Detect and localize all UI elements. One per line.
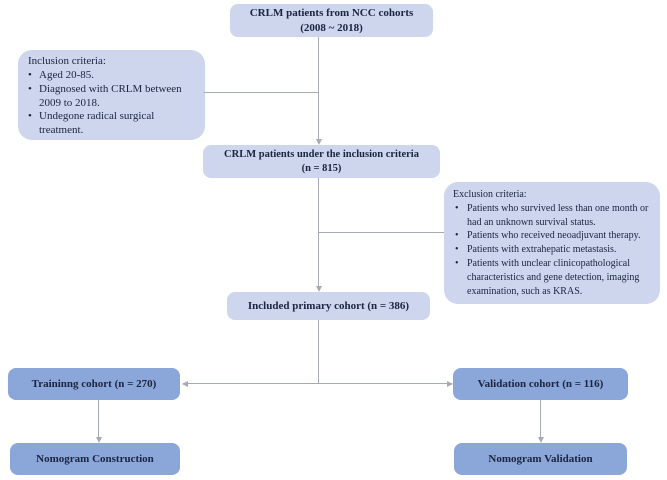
exclusion-criteria-item: Patients with extrahepatic metastasis.: [453, 243, 655, 257]
box-validation-cohort-label: Validation cohort (n = 116): [477, 377, 604, 390]
box-patients-under-inclusion-criteria: CRLM patients under the inclusion criter…: [203, 145, 440, 178]
inclusion-criteria-item: Aged 20-85.: [28, 69, 197, 83]
box-included-primary-cohort: Included primary cohort (n = 386): [227, 292, 430, 320]
box-inclusion-criteria: Inclusion criteria: Aged 20-85. Diagnose…: [18, 50, 205, 140]
inclusion-criteria-title: Inclusion criteria:: [28, 55, 106, 67]
box-nomogram-construction: Nomogram Construction: [10, 443, 180, 475]
box-included-primary-cohort-label: Included primary cohort (n = 386): [247, 299, 410, 312]
connector-validation-to-nomogram-arrow: [537, 400, 544, 443]
box-nomogram-validation-label: Nomogram Validation: [488, 452, 593, 465]
box-crlm-ncc-cohorts: CRLM patients from NCC cohorts (2008 ~ 2…: [230, 4, 433, 37]
inclusion-criteria-item: Diagnosed with CRLM between 2009 to 2018…: [28, 83, 197, 111]
box-exclusion-criteria: Exclusion criteria: Patients who survive…: [444, 182, 660, 304]
box-training-cohort: Traininng cohort (n = 270): [8, 368, 180, 400]
box-inclusion-result-line1: CRLM patients under the inclusion criter…: [224, 148, 419, 160]
box-validation-cohort: Validation cohort (n = 116): [453, 368, 628, 400]
box-crlm-ncc-cohorts-line1: CRLM patients from NCC cohorts: [249, 7, 414, 20]
exclusion-criteria-list: Patients who survived less than one mont…: [453, 202, 655, 299]
connector-inclusion-result-to-primary-arrow: [315, 178, 322, 292]
exclusion-criteria-item: Patients who survived less than one mont…: [453, 202, 655, 230]
connector-inclusion-criteria-line: [204, 92, 318, 93]
exclusion-criteria-title: Exclusion criteria:: [453, 189, 527, 200]
box-nomogram-validation: Nomogram Validation: [454, 443, 627, 475]
connector-exclusion-criteria-line: [319, 232, 444, 233]
connector-split-to-cohorts-arrows: [182, 380, 453, 387]
connector-primary-down-line: [318, 320, 319, 383]
box-training-cohort-label: Traininng cohort (n = 270): [31, 377, 157, 390]
box-crlm-ncc-cohorts-line2: (2008 ~ 2018): [300, 21, 363, 34]
box-inclusion-result-line2: (n = 815): [301, 162, 342, 174]
connector-top-to-inclusion-result-arrow: [315, 37, 322, 145]
exclusion-criteria-item: Patients with unclear clinicopathologica…: [453, 257, 655, 298]
exclusion-criteria-item: Patients who received neoadjuvant therap…: [453, 229, 655, 243]
box-nomogram-construction-label: Nomogram Construction: [36, 452, 154, 465]
inclusion-criteria-list: Aged 20-85. Diagnosed with CRLM between …: [28, 69, 197, 138]
connector-training-to-nomogram-arrow: [95, 400, 102, 443]
inclusion-criteria-item: Undegone radical surgical treatment.: [28, 110, 197, 138]
